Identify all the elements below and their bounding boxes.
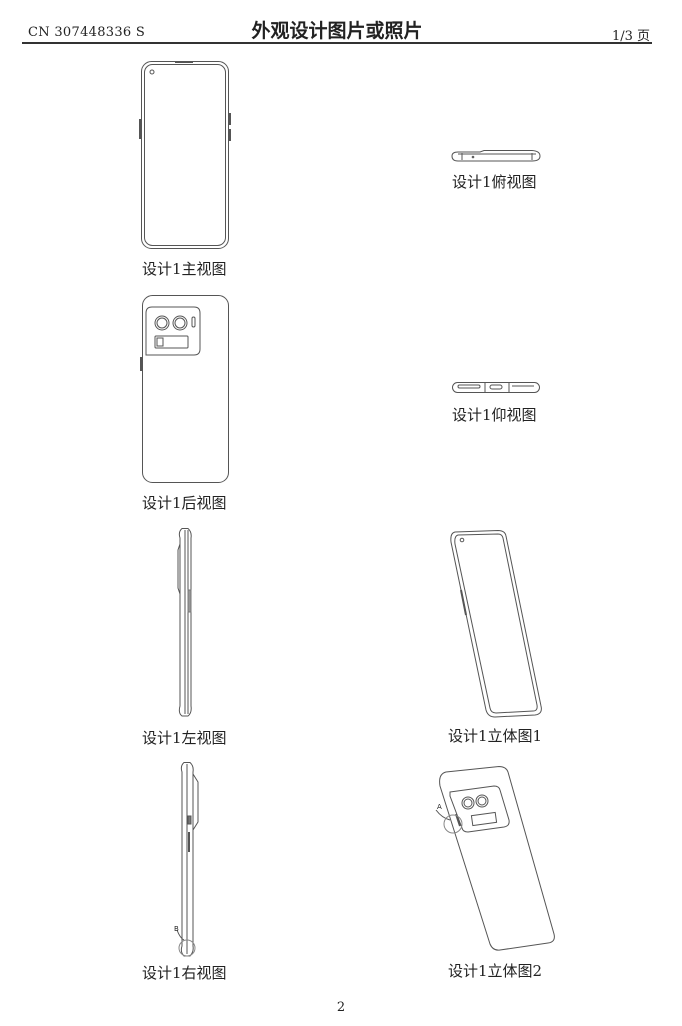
figure-caption: 设计1立体图2 [448,962,543,980]
phone-top-drawing [451,150,541,162]
figure-caption: 设计1主视图 [142,260,227,278]
phone-bottom-drawing [452,382,540,393]
annotation-label-a: A [437,803,442,811]
page-title: 外观设计图片或照片 [251,20,423,42]
page-header: CN 307448336 S 外观设计图片或照片 1/3 页 [22,12,652,44]
phone-left-drawing [177,528,192,717]
phone-perspective-back-drawing [435,765,555,951]
phone-perspective-front-drawing [450,529,542,718]
annotation-label-b: B [174,925,179,933]
phone-right-drawing [176,762,199,957]
figure-caption: 设计1后视图 [142,494,227,512]
page-indicator: 1/3 页 [611,29,650,44]
figure-caption: 设计1右视图 [142,964,227,982]
phone-front-drawing [139,61,231,249]
phone-back-drawing [140,295,229,483]
figure-caption: 设计1立体图1 [448,727,543,745]
figure-caption: 设计1俯视图 [452,173,537,191]
document-number: CN 307448336 S [28,25,146,40]
figure-caption: 设计1仰视图 [452,406,537,424]
figure-caption: 设计1左视图 [142,729,227,747]
page-number: 2 [336,1000,346,1015]
